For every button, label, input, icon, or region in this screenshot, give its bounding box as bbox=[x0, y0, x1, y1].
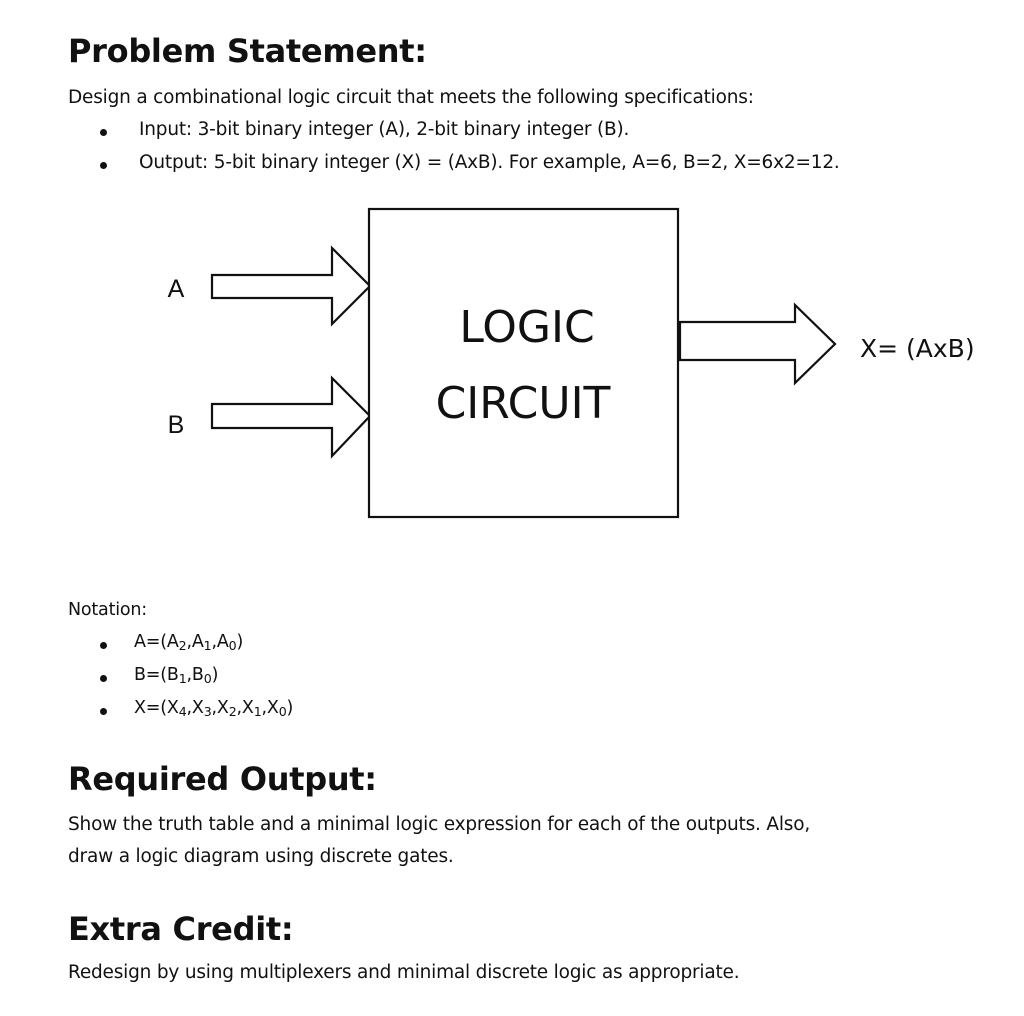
input-arrow-a bbox=[210, 245, 372, 327]
required-line1: Show the truth table and a minimal logic… bbox=[68, 814, 811, 835]
output-label: X= (AxB) bbox=[860, 334, 975, 363]
subscript: 0 bbox=[278, 704, 287, 720]
bullet-dot bbox=[100, 642, 107, 649]
extra-heading: Extra Credit: bbox=[68, 910, 294, 948]
problem-heading: Problem Statement: bbox=[68, 32, 427, 70]
notation-b: B=(B1,B0) bbox=[134, 665, 219, 687]
subscript: 1 bbox=[253, 704, 262, 720]
subscript: 2 bbox=[178, 638, 187, 654]
subscript: 0 bbox=[228, 638, 237, 654]
input-arrow-b bbox=[210, 375, 372, 459]
notation-label: Notation: bbox=[68, 600, 148, 620]
subscript: 1 bbox=[178, 671, 187, 687]
subscript: 2 bbox=[228, 704, 237, 720]
logic-box bbox=[367, 207, 680, 519]
bullet-dot bbox=[100, 708, 107, 715]
spec-input: Input: 3-bit binary integer (A), 2-bit b… bbox=[139, 119, 630, 140]
subscript: 4 bbox=[178, 704, 187, 720]
notation-a: A=(A2,A1,A0) bbox=[134, 632, 244, 654]
subscript: 3 bbox=[203, 704, 212, 720]
logic-circuit-diagram: A B LOGIC CIRCUIT X= (AxB) bbox=[168, 207, 975, 519]
extra-line1: Redesign by using multiplexers and minim… bbox=[68, 962, 740, 983]
box-label-line2: CIRCUIT bbox=[436, 378, 611, 429]
box-label-line1: LOGIC bbox=[459, 302, 594, 353]
subscript: 1 bbox=[203, 638, 212, 654]
required-line2: draw a logic diagram using discrete gate… bbox=[68, 846, 454, 867]
bullet-dot bbox=[100, 129, 107, 136]
bullet-dot bbox=[100, 675, 107, 682]
bullet-dot bbox=[100, 162, 107, 169]
input-a-label: A bbox=[168, 275, 185, 303]
required-heading: Required Output: bbox=[68, 760, 377, 798]
input-b-label: B bbox=[168, 411, 185, 439]
problem-intro: Design a combinational logic circuit tha… bbox=[68, 87, 754, 108]
spec-output: Output: 5-bit binary integer (X) = (AxB)… bbox=[139, 152, 840, 173]
output-arrow bbox=[678, 302, 837, 386]
subscript: 0 bbox=[203, 671, 212, 687]
notation-x: X=(X4,X3,X2,X1,X0) bbox=[134, 698, 294, 720]
